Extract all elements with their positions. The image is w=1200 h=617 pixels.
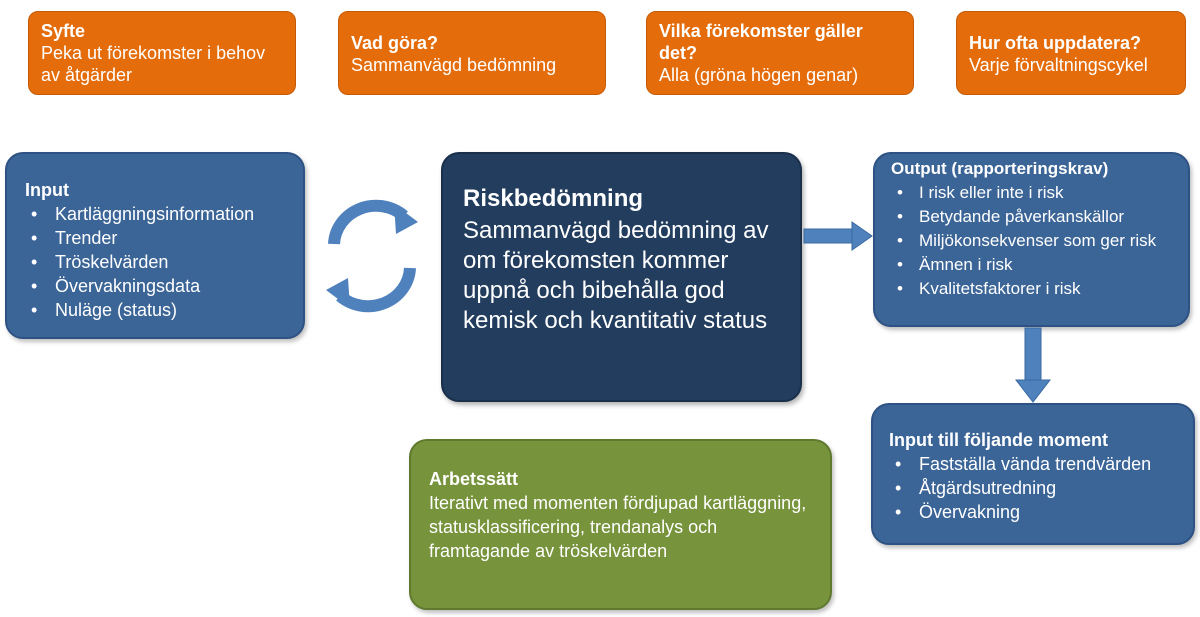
which-bodies-text: Alla (gröna högen genar) (659, 65, 859, 85)
what-to-do-text: Sammanvägd bedömning (351, 55, 557, 75)
risk-assessment-heading: Riskbedömning (463, 185, 644, 212)
arrow-down-icon (1014, 327, 1052, 403)
next-input-list: Fastställa vända trendvärden Åtgärdsutre… (889, 452, 1179, 524)
next-input-item: Fastställa vända trendvärden (889, 452, 1179, 476)
output-list: I risk eller inte i risk Betydande påver… (891, 181, 1178, 301)
output-item: Betydande påverkanskällor (891, 205, 1178, 229)
method-box: Arbetssätt Iterativt med momenten fördju… (409, 439, 832, 610)
next-input-item: Åtgärdsutredning (889, 476, 1179, 500)
method-text: Iterativt med momenten fördjupad kartläg… (429, 493, 807, 561)
input-item: Trender (25, 226, 289, 250)
input-heading: Input (25, 180, 69, 200)
next-input-item: Övervakning (889, 500, 1179, 524)
cycle-arrows-icon (326, 199, 418, 313)
output-item: I risk eller inte i risk (891, 181, 1178, 205)
what-to-do-box: Vad göra? Sammanvägd bedömning (338, 11, 606, 95)
risk-assessment-box: Riskbedömning Sammanvägd bedömning av om… (441, 152, 802, 402)
arrow-right-icon (803, 221, 873, 251)
which-bodies-heading: Vilka förekomster gäller det? (659, 21, 863, 63)
input-list: Kartläggningsinformation Trender Tröskel… (25, 202, 289, 322)
method-heading: Arbetssätt (429, 469, 519, 489)
purpose-text: Peka ut förekomster i behov av åtgärder (41, 43, 266, 85)
update-frequency-heading: Hur ofta uppdatera? (969, 33, 1142, 53)
output-item: Miljökonsekvenser som ger risk (891, 229, 1178, 253)
purpose-heading: Syfte (41, 21, 86, 41)
input-item: Nuläge (status) (25, 298, 289, 322)
purpose-box: Syfte Peka ut förekomster i behov av åtg… (28, 11, 296, 95)
update-frequency-text: Varje förvaltningscykel (969, 55, 1148, 75)
input-box: Input Kartläggningsinformation Trender T… (5, 152, 305, 339)
input-item: Kartläggningsinformation (25, 202, 289, 226)
output-item: Kvalitetsfaktorer i risk (891, 277, 1178, 301)
what-to-do-heading: Vad göra? (351, 33, 439, 53)
input-item: Tröskelvärden (25, 250, 289, 274)
next-input-box: Input till följande moment Fastställa vä… (871, 403, 1195, 545)
output-item: Ämnen i risk (891, 253, 1178, 277)
risk-assessment-text: Sammanvägd bedömning av om förekomsten k… (463, 217, 769, 334)
input-item: Övervakningsdata (25, 274, 289, 298)
output-heading: Output (rapporteringskrav) (891, 159, 1109, 178)
next-input-heading: Input till följande moment (889, 430, 1108, 450)
update-frequency-box: Hur ofta uppdatera? Varje förvaltningscy… (956, 11, 1186, 95)
output-box: Output (rapporteringskrav) I risk eller … (873, 152, 1190, 327)
which-bodies-box: Vilka förekomster gäller det? Alla (grön… (646, 11, 914, 95)
